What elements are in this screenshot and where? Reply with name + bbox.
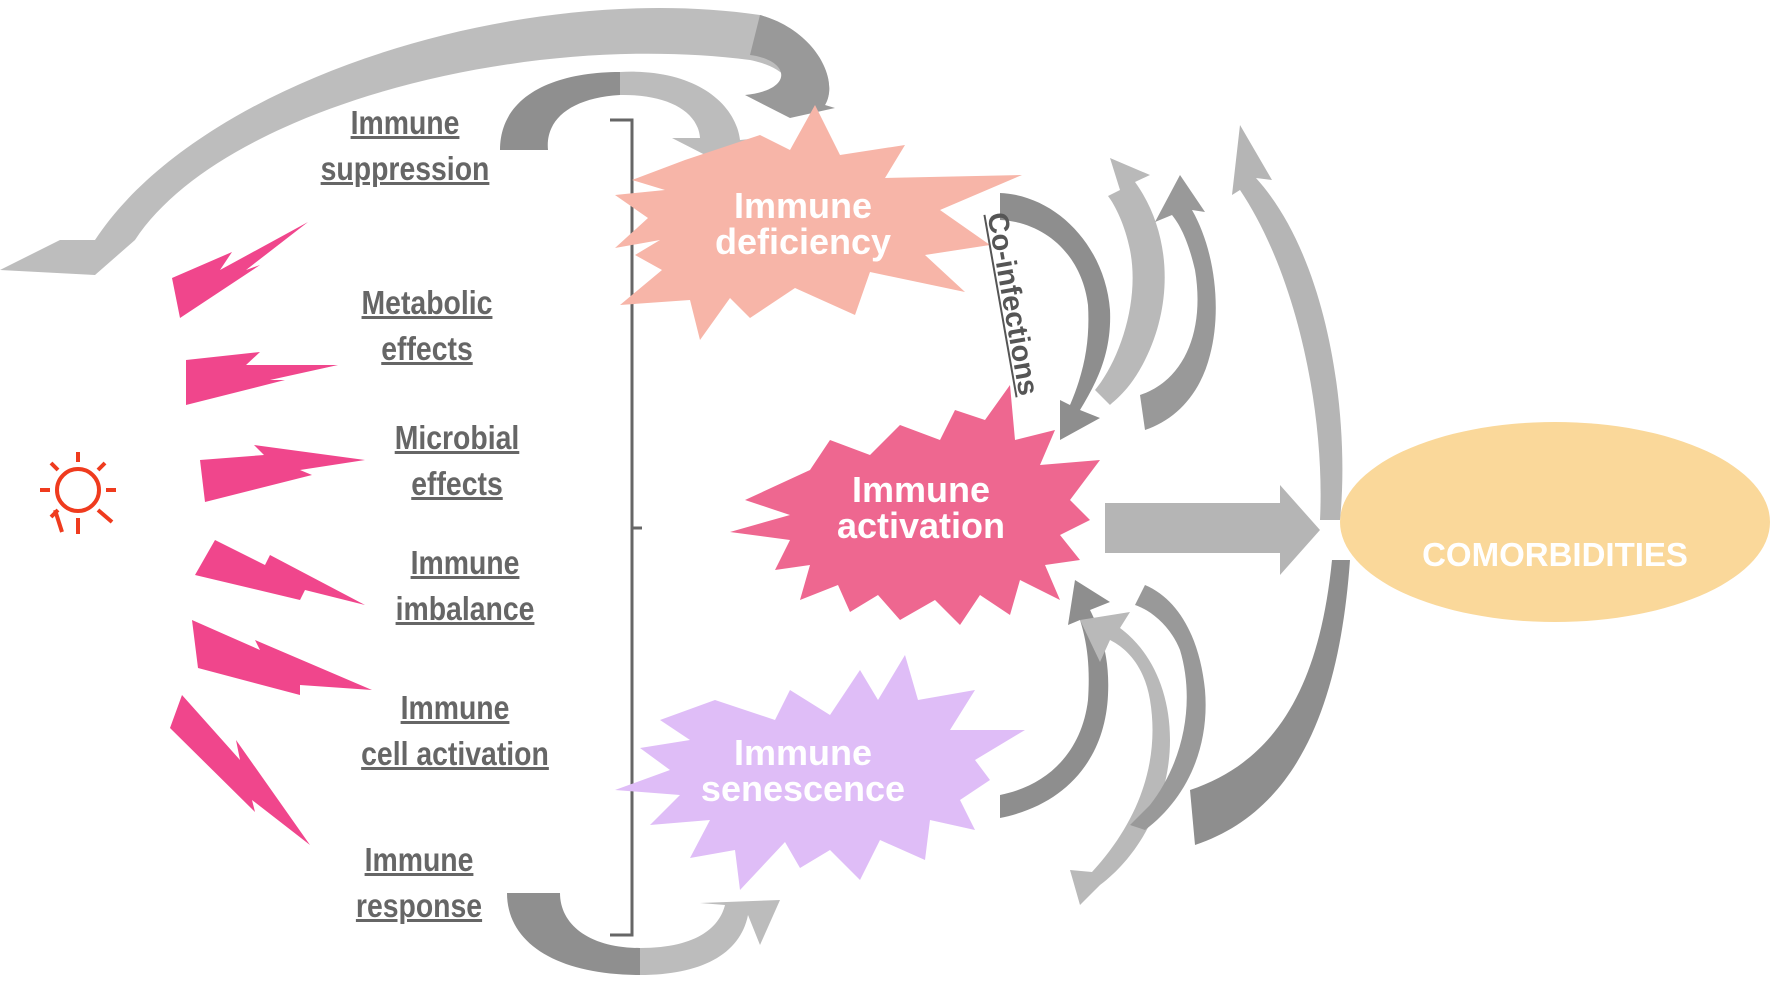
swirl-arrow-upper-1 xyxy=(1000,193,1111,440)
swirl-arrow-upper-2 xyxy=(1095,158,1165,405)
immune-senescence-label: Immune senescence xyxy=(700,732,906,809)
swirl-arrow-upper-outer xyxy=(1232,125,1343,520)
factor-immune-imbalance: Immune imbalance xyxy=(395,544,535,627)
factor-immune-suppression: Immune suppression xyxy=(320,104,490,187)
immune-activation-burst xyxy=(730,385,1100,625)
curve-arrow-response xyxy=(507,893,640,975)
swirl-arrow-lower-outer xyxy=(1190,560,1350,845)
swirl-arrow-lower-2 xyxy=(1070,612,1170,905)
curve-arrow-suppression-light xyxy=(620,71,760,160)
swirl-arrow-lower-3 xyxy=(1130,585,1206,830)
lightning-bolt-icon xyxy=(172,222,308,318)
factor-metabolic-effects: Metabolic effects xyxy=(361,284,493,367)
immune-deficiency-burst xyxy=(615,105,1022,340)
swirl-arrow-lower-1 xyxy=(1000,580,1110,818)
lightning-bolt-icon xyxy=(192,620,372,695)
immune-activation-label: Immune activation xyxy=(836,469,1006,546)
lightning-bolt-icon xyxy=(200,445,365,502)
lightning-bolt-icon xyxy=(170,695,310,845)
lightning-bolt-icon xyxy=(195,540,365,605)
grouping-bracket xyxy=(610,118,642,937)
lightning-bolt-icon xyxy=(186,352,338,405)
factor-immune-cell-activation: Immune cell activation xyxy=(361,689,549,772)
sun-icon xyxy=(40,452,116,534)
factor-microbial-effects: Microbial effects xyxy=(394,419,520,502)
curve-arrow-suppression xyxy=(500,72,620,150)
comorbidities-ellipse xyxy=(1340,422,1770,622)
lightning-bolts xyxy=(170,222,372,845)
immune-deficiency-label: Immune deficiency xyxy=(714,185,892,262)
factor-immune-response: Immune response xyxy=(355,841,483,924)
feedback-arrow-top xyxy=(0,8,830,276)
feedback-arrow-top-dark xyxy=(745,15,835,118)
main-arrow-to-comorbidities xyxy=(1105,485,1320,575)
immune-senescence-burst xyxy=(615,655,1025,890)
curve-arrow-response-light xyxy=(640,900,780,975)
swirl-arrow-upper-3 xyxy=(1140,175,1216,430)
comorbidities-label: COMORBIDITIES xyxy=(1422,536,1688,573)
